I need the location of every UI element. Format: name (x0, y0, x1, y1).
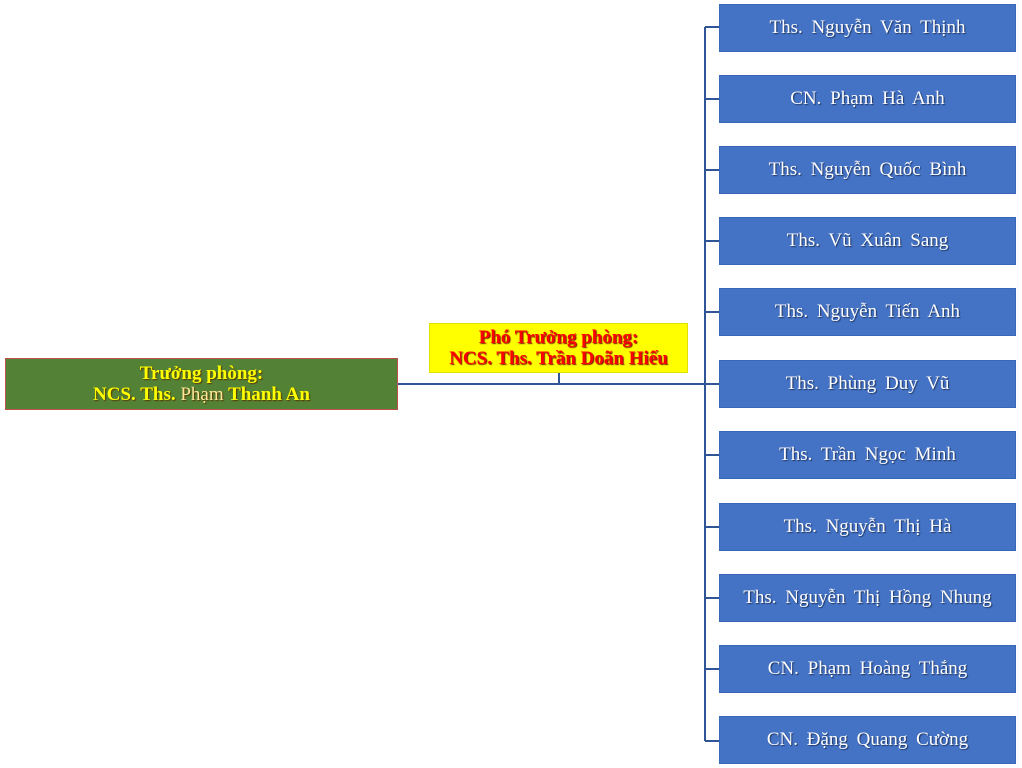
staff-box: CN. Phạm Hoàng Thắng (719, 645, 1016, 693)
connector-staff-branch (705, 26, 719, 28)
deputy-name: NCS. Ths. Trần Doãn Hiếu (449, 348, 668, 369)
connector-head-to-trunk (398, 383, 705, 385)
staff-name: CN. Phạm Hoàng Thắng (767, 658, 968, 679)
staff-box: Ths. Nguyễn Thị Hà (719, 503, 1016, 551)
staff-box: Ths. Trần Ngọc Minh (719, 431, 1016, 479)
connector-staff-branch (705, 169, 719, 171)
connector-staff-branch (705, 526, 719, 528)
head-name-suffix: Thanh An (228, 384, 310, 405)
staff-name: CN. Đặng Quang Cường (766, 729, 969, 750)
staff-box: Ths. Nguyễn Quốc Bình (719, 146, 1016, 194)
connector-staff-branch (705, 454, 719, 456)
staff-name: Ths. Nguyễn Quốc Bình (768, 159, 967, 180)
staff-name: Ths. Vũ Xuân Sang (786, 230, 949, 251)
head-name-prefix: NCS. Ths. (93, 384, 176, 405)
staff-box: CN. Đặng Quang Cường (719, 716, 1016, 764)
deputy-title: Phó Trưởng phòng: (478, 327, 639, 348)
staff-name: CN. Phạm Hà Anh (790, 88, 945, 109)
connector-staff-branch (705, 240, 719, 242)
head-title: Trưởng phòng: (139, 363, 264, 384)
head-of-department-box: Trưởng phòng: NCS. Ths. Phạm Thanh An (5, 358, 398, 410)
staff-box: CN. Phạm Hà Anh (719, 75, 1016, 123)
staff-name: Ths. Nguyễn Tiến Anh (774, 301, 961, 322)
staff-name: Ths. Nguyễn Văn Thịnh (769, 17, 966, 38)
staff-box: Ths. Nguyễn Văn Thịnh (719, 4, 1016, 52)
staff-name: Ths. Trần Ngọc Minh (779, 444, 956, 465)
connector-staff-branch (705, 597, 719, 599)
staff-name: Ths. Nguyễn Thị Hà (783, 516, 952, 537)
staff-box: Ths. Nguyễn Thị Hồng Nhung (719, 574, 1016, 622)
staff-name: Ths. Nguyễn Thị Hồng Nhung (743, 587, 992, 608)
staff-box: Ths. Vũ Xuân Sang (719, 217, 1016, 265)
staff-box: Ths. Nguyễn Tiến Anh (719, 288, 1016, 336)
connector-deputy-stem (558, 373, 560, 384)
connector-staff-branch (705, 311, 719, 313)
connector-staff-branch (705, 668, 719, 670)
head-name-mid: Phạm (180, 384, 224, 405)
connector-staff-branch (705, 98, 719, 100)
deputy-head-box: Phó Trưởng phòng: NCS. Ths. Trần Doãn Hi… (429, 323, 688, 373)
staff-box: Ths. Phùng Duy Vũ (719, 360, 1016, 408)
connector-staff-branch (705, 740, 719, 742)
staff-name: Ths. Phùng Duy Vũ (785, 373, 950, 394)
head-name: NCS. Ths. Phạm Thanh An (93, 384, 310, 405)
connector-staff-branch (705, 383, 719, 385)
